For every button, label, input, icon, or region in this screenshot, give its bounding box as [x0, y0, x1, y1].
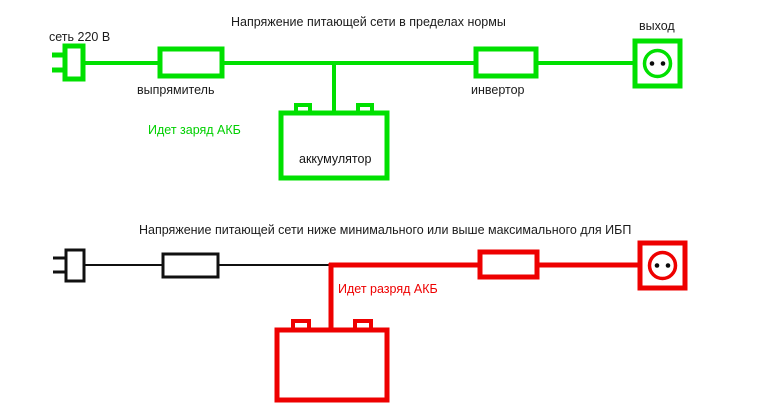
output-label: выход	[639, 19, 675, 33]
panel-title-fault-mode: Напряжение питающей сети ниже минимально…	[139, 223, 632, 237]
rectifier-block-inactive	[161, 252, 220, 279]
socket-hole-left-live	[654, 263, 660, 268]
socket-hole-right	[660, 61, 666, 66]
status-note-discharging: Идет разряд АКБ	[338, 282, 438, 296]
power-plug-icon-fault	[53, 248, 86, 283]
socket-ring-live	[647, 250, 678, 281]
battery-icon-fault	[274, 319, 390, 403]
rectifier-label: выпрямитель	[137, 83, 215, 97]
inverter-label: инвертор	[471, 83, 525, 97]
power-socket-icon-normal	[632, 38, 683, 89]
plug-body	[62, 43, 86, 82]
socket-ring	[642, 48, 673, 79]
rectifier-block	[157, 46, 225, 79]
plug-body-inactive	[64, 248, 86, 283]
battery-icon-normal	[278, 103, 390, 181]
panel-fault-mode	[53, 240, 688, 403]
socket-hole-left	[649, 61, 655, 66]
battery-label: аккумулятор	[299, 152, 372, 166]
panel-title-normal-mode: Напряжение питающей сети в пределах норм…	[231, 15, 506, 29]
panel-normal-mode	[52, 38, 683, 181]
mains-input-label: сеть 220 В	[49, 30, 111, 44]
inverter-block-live	[477, 249, 540, 280]
socket-body	[632, 38, 683, 89]
status-note-charging: Идет заряд АКБ	[148, 123, 241, 137]
power-plug-icon-normal	[52, 43, 86, 82]
socket-hole-right-live	[665, 263, 671, 268]
battery-body-fault	[274, 327, 390, 403]
inverter-block	[473, 46, 539, 79]
battery-body	[278, 110, 390, 181]
power-socket-icon-fault	[637, 240, 688, 291]
